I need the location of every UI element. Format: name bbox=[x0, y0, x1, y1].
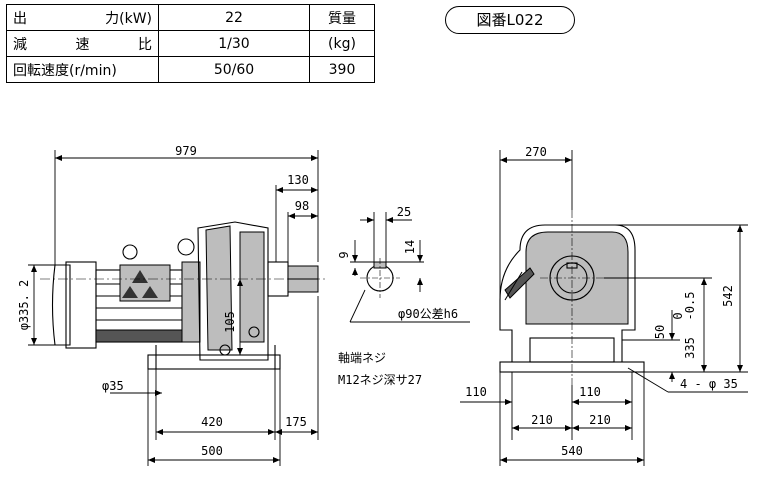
dim-phi35: φ35 bbox=[102, 379, 124, 393]
base bbox=[147, 345, 281, 370]
dim-right-210: 210 bbox=[589, 413, 611, 427]
dim-25: 25 bbox=[397, 205, 411, 219]
dim-335: 335 bbox=[683, 337, 697, 359]
dim-98: 98 bbox=[295, 199, 309, 213]
dim-130: 130 bbox=[287, 173, 309, 187]
tol-upper: 0 bbox=[671, 312, 685, 319]
tol-lower: -0.5 bbox=[683, 292, 697, 321]
ratio-label: 減速比 bbox=[6, 30, 159, 57]
dim-420: 420 bbox=[201, 415, 223, 429]
output-label: 出力(kW) bbox=[6, 4, 159, 31]
ratio-value: 1/30 bbox=[158, 30, 310, 57]
dim-175: 175 bbox=[285, 415, 307, 429]
mass-value: 390 bbox=[309, 56, 375, 83]
mass-unit: (kg) bbox=[309, 30, 375, 57]
dim-9: 9 bbox=[337, 251, 351, 258]
front-view: 979 130 98 φ335. 2 105 φ35 420 17 bbox=[17, 144, 325, 466]
dim-500: 500 bbox=[201, 444, 223, 458]
thread-note-2: M12ネジ深サ27 bbox=[338, 373, 422, 387]
spec-table: 出力(kW) 22 質量 減速比 1/30 (kg) 回転速度(r/min) 5… bbox=[6, 4, 375, 83]
side-view: 270 542 335 0 -0.5 50 110 110 bbox=[460, 145, 748, 466]
dim-14: 14 bbox=[403, 240, 417, 254]
dim-right-110: 110 bbox=[579, 385, 601, 399]
mass-header: 質量 bbox=[309, 4, 375, 31]
dim-270: 270 bbox=[525, 145, 547, 159]
dim-105: 105 bbox=[223, 311, 237, 333]
dim-540: 540 bbox=[561, 444, 583, 458]
dim-542: 542 bbox=[721, 285, 735, 307]
shaft-detail: 25 9 14 φ90公差h6 軸端ネジ M12ネジ深サ27 bbox=[337, 205, 470, 387]
thread-note-1: 軸端ネジ bbox=[338, 351, 386, 365]
side-dimensions: 270 542 335 0 -0.5 50 110 110 bbox=[460, 145, 748, 466]
dim-left-110: 110 bbox=[465, 385, 487, 399]
brand-logo-icon bbox=[132, 270, 148, 283]
dim-left-210: 210 bbox=[531, 413, 553, 427]
speed-value: 50/60 bbox=[158, 56, 310, 83]
dim-979: 979 bbox=[175, 144, 197, 158]
drawing-number: 図番L022 bbox=[445, 6, 575, 34]
dim-50: 50 bbox=[653, 325, 667, 339]
dim-335-2: φ335. 2 bbox=[17, 280, 31, 331]
speed-label: 回転速度(r/min) bbox=[6, 56, 159, 83]
dim-holes: 4 - φ 35 bbox=[680, 377, 738, 391]
dim-shaft-diameter: φ90公差h6 bbox=[398, 307, 458, 321]
front-dimensions: 979 130 98 φ335. 2 105 φ35 420 17 bbox=[17, 144, 319, 466]
motor-body bbox=[51, 244, 201, 349]
